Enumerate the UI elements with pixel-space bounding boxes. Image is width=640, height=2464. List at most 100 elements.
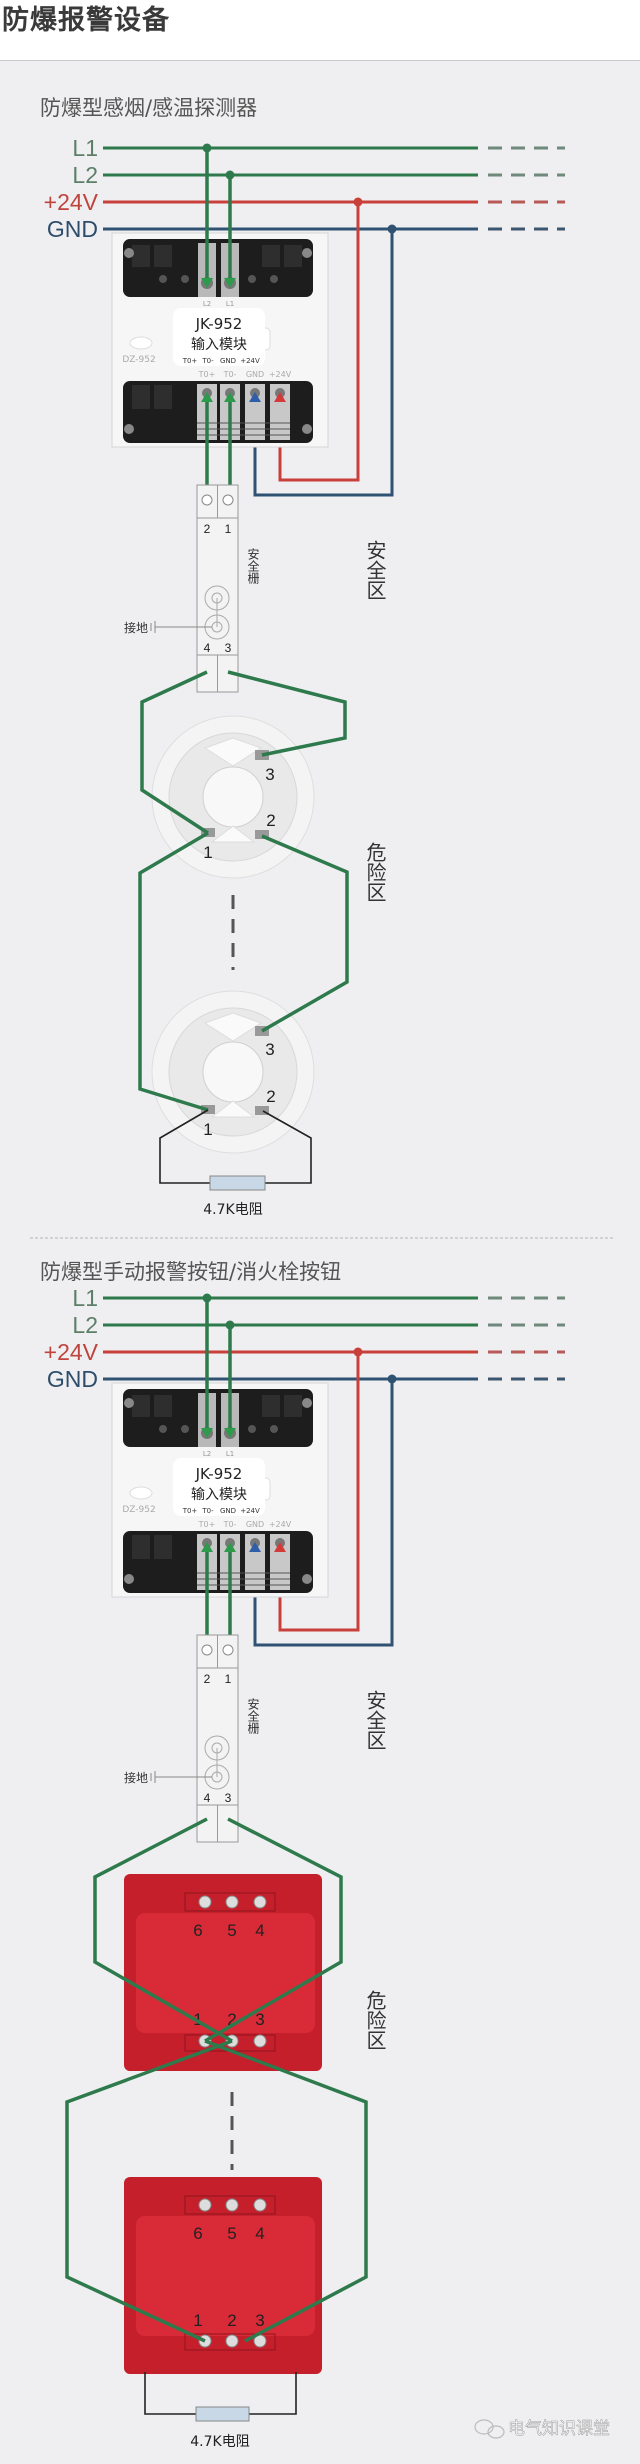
module-model: JK-952 xyxy=(195,1465,243,1483)
detector-terminal-label: 1 xyxy=(203,843,212,862)
arrow-icon xyxy=(201,1542,213,1552)
call-point-terminal-label: 4 xyxy=(255,2224,264,2243)
safety-barrier: 2 1 安全栅 接地 4 3 xyxy=(124,484,260,693)
detector-loop: 1 2 3 1 2 3 4.7K电阻 危险区 xyxy=(138,670,387,1218)
barrier-terminal-label: 2 xyxy=(204,522,211,536)
terminal-label-l2: L2 xyxy=(203,300,211,308)
safety-barrier: 2 1 安全栅 接地 4 3 xyxy=(124,1634,260,1843)
input-module: L2 L1 DZ-952 JK-952 输入模块 T0+ T0- GND +24… xyxy=(111,1382,329,1598)
call-point-terminal-label: 5 xyxy=(227,1921,236,1940)
base-model-label: DZ-952 xyxy=(122,1505,155,1515)
ground-label: 接地 xyxy=(124,620,148,635)
arrow-icon xyxy=(201,278,213,288)
call-point-terminal-label: 6 xyxy=(193,1921,202,1940)
junction-l1 xyxy=(202,143,212,153)
plate-terminal-label: GND xyxy=(220,1507,236,1515)
barrier-terminal-label: 3 xyxy=(225,1791,232,1805)
arrow-icon xyxy=(274,1542,286,1552)
hazard-zone-label: 危险区 xyxy=(363,842,387,902)
loop-wire xyxy=(204,2039,368,2343)
barrier-terminal-label: 4 xyxy=(204,1791,211,1805)
loop-wire xyxy=(65,2039,233,2343)
loop-wire xyxy=(261,834,349,1033)
junction-l2 xyxy=(225,1320,235,1330)
call-point-terminal-label: 3 xyxy=(255,2311,264,2330)
manual-call-point: 6 5 4 1 2 3 xyxy=(124,1874,322,2071)
call-point-terminal-3 xyxy=(253,2034,267,2048)
base-terminal-label: T0- xyxy=(223,370,237,379)
barrier-terminal-2 xyxy=(201,1644,213,1656)
barrier-terminal-label: 1 xyxy=(225,1672,232,1686)
screw-icon xyxy=(302,1398,312,1408)
screw-icon xyxy=(124,1398,134,1408)
base-terminal-label: GND xyxy=(246,370,264,379)
input-module: L2 L1 DZ-952 JK-952 输入模块 T0+ T0- GND +24… xyxy=(111,232,329,448)
safe-zone-label: 安全区 xyxy=(363,540,387,600)
page-title: 防爆报警设备 xyxy=(2,5,170,36)
arrow-icon xyxy=(224,1542,236,1552)
arrow-icon xyxy=(224,392,236,402)
call-point-loop: 6 5 4 1 2 3 6 5 4 1 2 3 4.7K电阻 危 xyxy=(65,1817,387,2450)
end-of-line-resistor xyxy=(195,2406,250,2422)
call-point-terminal-label: 4 xyxy=(255,1921,264,1940)
plate-terminal-label: T0- xyxy=(201,357,214,365)
plate-terminal-label: +24V xyxy=(240,1507,260,1515)
loop-wire xyxy=(140,670,209,835)
wire-gnd xyxy=(253,229,394,497)
junction-24v xyxy=(353,1347,363,1357)
screw-icon xyxy=(302,424,312,434)
arrow-icon xyxy=(224,1428,236,1438)
mounting-hole xyxy=(129,1486,153,1500)
loop-wire xyxy=(138,831,209,1112)
screw-icon xyxy=(302,1574,312,1584)
barrier-terminal-1 xyxy=(222,494,234,506)
call-point-terminal-label: 6 xyxy=(193,2224,202,2243)
call-point-terminal-label: 5 xyxy=(227,2224,236,2243)
barrier-terminal-label: 1 xyxy=(225,522,232,536)
detector-terminal-2 xyxy=(255,830,269,839)
detector-terminal-label: 2 xyxy=(266,811,275,830)
ground-label: 接地 xyxy=(124,1770,148,1785)
safe-zone-label: 安全区 xyxy=(363,1690,387,1750)
screw-icon xyxy=(124,1574,134,1584)
terminal-label-l1: L1 xyxy=(226,1450,234,1458)
wire-24v xyxy=(278,1352,360,1632)
module-model: JK-952 xyxy=(195,315,243,333)
wire-24v xyxy=(278,202,360,482)
arrow-icon xyxy=(249,1542,261,1552)
base-terminal-label: T0- xyxy=(223,1520,237,1529)
base-terminal-label: GND xyxy=(246,1520,264,1529)
resistor-wire xyxy=(159,1109,312,1184)
loop-wire xyxy=(204,1817,343,2043)
call-point-terminal-label: 2 xyxy=(227,2010,236,2029)
barrier-terminal-label: 4 xyxy=(204,641,211,655)
ground-icon xyxy=(150,1771,156,1783)
resistor-label: 4.7K电阻 xyxy=(203,1202,262,1218)
junction-l1 xyxy=(202,1293,212,1303)
call-point-terminal-label: 3 xyxy=(255,2010,264,2029)
plate-terminal-label: T0- xyxy=(201,1507,214,1515)
bus-lines xyxy=(103,1296,565,1381)
base-model-label: DZ-952 xyxy=(122,355,155,365)
detector-terminal-label: 1 xyxy=(203,1120,212,1139)
screw-icon xyxy=(124,424,134,434)
section-title-detector: 防爆型感烟/感温探测器 xyxy=(40,96,257,120)
detector-base: 1 2 3 xyxy=(151,990,315,1154)
junction-gnd xyxy=(387,1374,397,1384)
barrier-terminal-label: 2 xyxy=(204,1672,211,1686)
bus-and-module-block: L1 L2 +24V GND xyxy=(44,1285,565,1843)
plate-terminal-label: +24V xyxy=(240,357,260,365)
detector-terminal-label: 2 xyxy=(266,1087,275,1106)
barrier-terminal-label: 3 xyxy=(225,641,232,655)
arrow-icon xyxy=(274,392,286,402)
junction-gnd xyxy=(387,224,397,234)
arrow-icon xyxy=(201,1428,213,1438)
terminal-label-l2: L2 xyxy=(203,1450,211,1458)
call-point-terminal-label: 1 xyxy=(193,2311,202,2330)
detector-terminal-label: 3 xyxy=(265,1040,274,1059)
bus-label-gnd: GND xyxy=(47,1366,98,1392)
terminal-label-l1: L1 xyxy=(226,300,234,308)
mounting-hole xyxy=(129,336,153,350)
barrier-terminal-1 xyxy=(222,1644,234,1656)
ground-icon xyxy=(150,621,156,633)
